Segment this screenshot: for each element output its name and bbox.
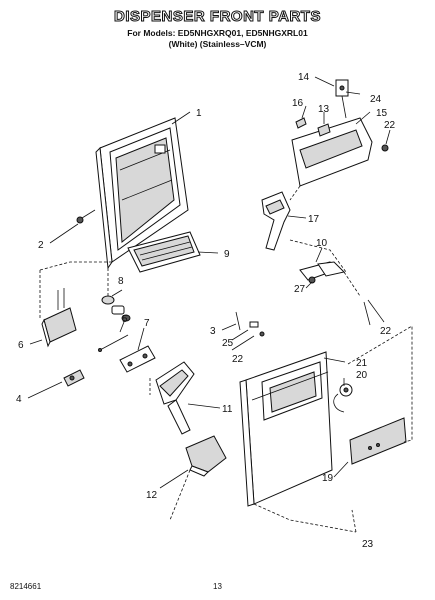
callout-14: 14	[298, 72, 310, 83]
callout-4: 4	[16, 394, 22, 405]
part-cap-12	[185, 435, 227, 477]
callout-5: 5	[122, 314, 128, 325]
part-pin-5	[98, 334, 129, 352]
callout-2: 2	[38, 240, 44, 251]
callout-12: 12	[146, 490, 158, 501]
part-housing	[95, 117, 189, 270]
part-clip-4	[63, 369, 85, 387]
part-bracket-7	[119, 345, 156, 373]
callout-19: 19	[322, 473, 334, 484]
callout-22-upper: 22	[384, 120, 396, 131]
callout-20: 20	[356, 370, 368, 381]
part-drip-tray	[127, 231, 201, 273]
callout-22-center: 22	[232, 354, 244, 365]
callout-16: 16	[292, 98, 304, 109]
part-actuator-8	[101, 295, 131, 322]
part-screw-2	[76, 209, 96, 224]
callout-8: 8	[118, 276, 124, 287]
callout-27: 27	[294, 284, 306, 295]
callout-22-right: 22	[380, 326, 392, 337]
callout-24: 24	[370, 94, 382, 105]
callout-21: 21	[356, 358, 368, 369]
callout-7: 7	[144, 318, 150, 329]
part-upper-housing-15	[291, 79, 389, 187]
leader-lines	[27, 76, 391, 489]
callout-9: 9	[224, 249, 230, 260]
callout-1: 1	[196, 108, 202, 119]
callout-3: 3	[210, 326, 216, 337]
callout-labels: 1 2 3 4 5 6 7 8 9 10 11 12 13 14 15 16 1…	[16, 72, 396, 550]
variants-line: (White) (Stainless–VCM)	[168, 39, 267, 49]
part-module-6	[41, 288, 77, 348]
part-front-panel-21	[239, 351, 333, 507]
callout-17: 17	[308, 214, 320, 225]
page-number: 13	[213, 582, 222, 591]
callout-13: 13	[318, 104, 330, 115]
callout-25: 25	[222, 338, 234, 349]
diagram-title: DISPENSER FRONT PARTS	[114, 8, 321, 26]
assembly-dashed-lines	[39, 185, 413, 533]
callout-15: 15	[376, 108, 388, 119]
callout-10: 10	[316, 238, 328, 249]
callout-23: 23	[362, 539, 374, 550]
document-number: 8214661	[10, 582, 42, 591]
part-harness-20	[333, 383, 353, 413]
part-pins-3-25	[235, 311, 265, 337]
models-line: For Models: ED5NHGXRQ01, ED5NHGXRL01	[127, 28, 308, 38]
part-arm-10	[299, 261, 345, 284]
part-lever-11	[155, 361, 195, 435]
part-bracket-17	[261, 191, 291, 251]
part-trim-19	[349, 417, 407, 465]
callout-11: 11	[222, 404, 233, 415]
callout-6: 6	[18, 340, 24, 351]
